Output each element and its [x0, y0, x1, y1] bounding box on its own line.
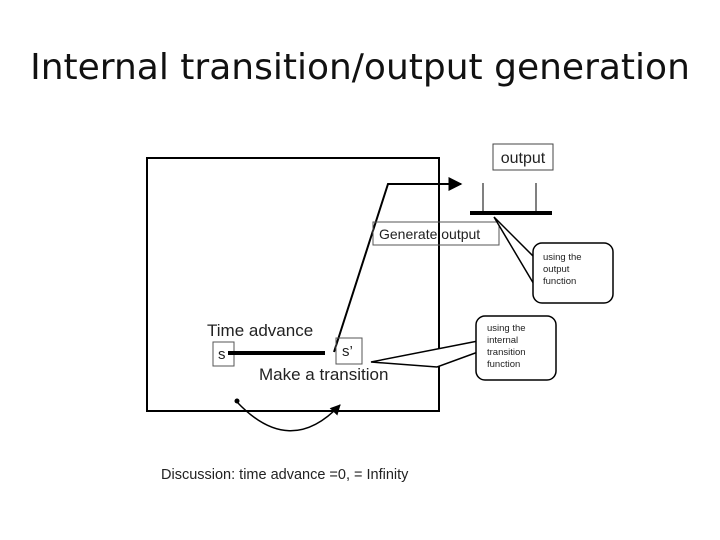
- model-box: [146, 157, 440, 412]
- discussion-text: Discussion: time advance =0, = Infinity: [161, 467, 409, 483]
- output-label-box: [492, 143, 554, 171]
- callout-output-pointer: [493, 216, 540, 287]
- callout-output-bubble: [532, 242, 614, 304]
- callout-output-line-2: output: [543, 264, 570, 275]
- generate-output-box: [372, 221, 500, 246]
- cycle-arrow: [236, 401, 341, 432]
- callout-output-text: using the output function: [543, 252, 584, 287]
- callout-internal-text: using the internal transition function: [487, 323, 528, 370]
- callout-internal-pointer: [370, 340, 479, 368]
- callout-internal-line-4: function: [487, 359, 520, 370]
- transition-to-output-arrow: [333, 177, 463, 353]
- callout-internal-bubble: [475, 315, 557, 381]
- state-s-label: s: [218, 346, 226, 363]
- slide-title: Internal transition/output generation: [30, 47, 690, 88]
- time-advance-label: Time advance: [207, 321, 313, 340]
- output-label: output: [501, 150, 546, 167]
- state-s-prime-box: [335, 337, 363, 365]
- state-s-prime-label: s’: [342, 343, 353, 360]
- callout-internal-line-3: transition: [487, 347, 526, 358]
- callout-output-line-1: using the: [543, 252, 582, 263]
- make-transition-label: Make a transition: [259, 365, 388, 384]
- callout-output-line-3: function: [543, 276, 576, 287]
- callout-internal-line-1: using the: [487, 323, 526, 334]
- generate-output-label: Generate output: [379, 226, 480, 242]
- callout-internal-line-2: internal: [487, 335, 518, 346]
